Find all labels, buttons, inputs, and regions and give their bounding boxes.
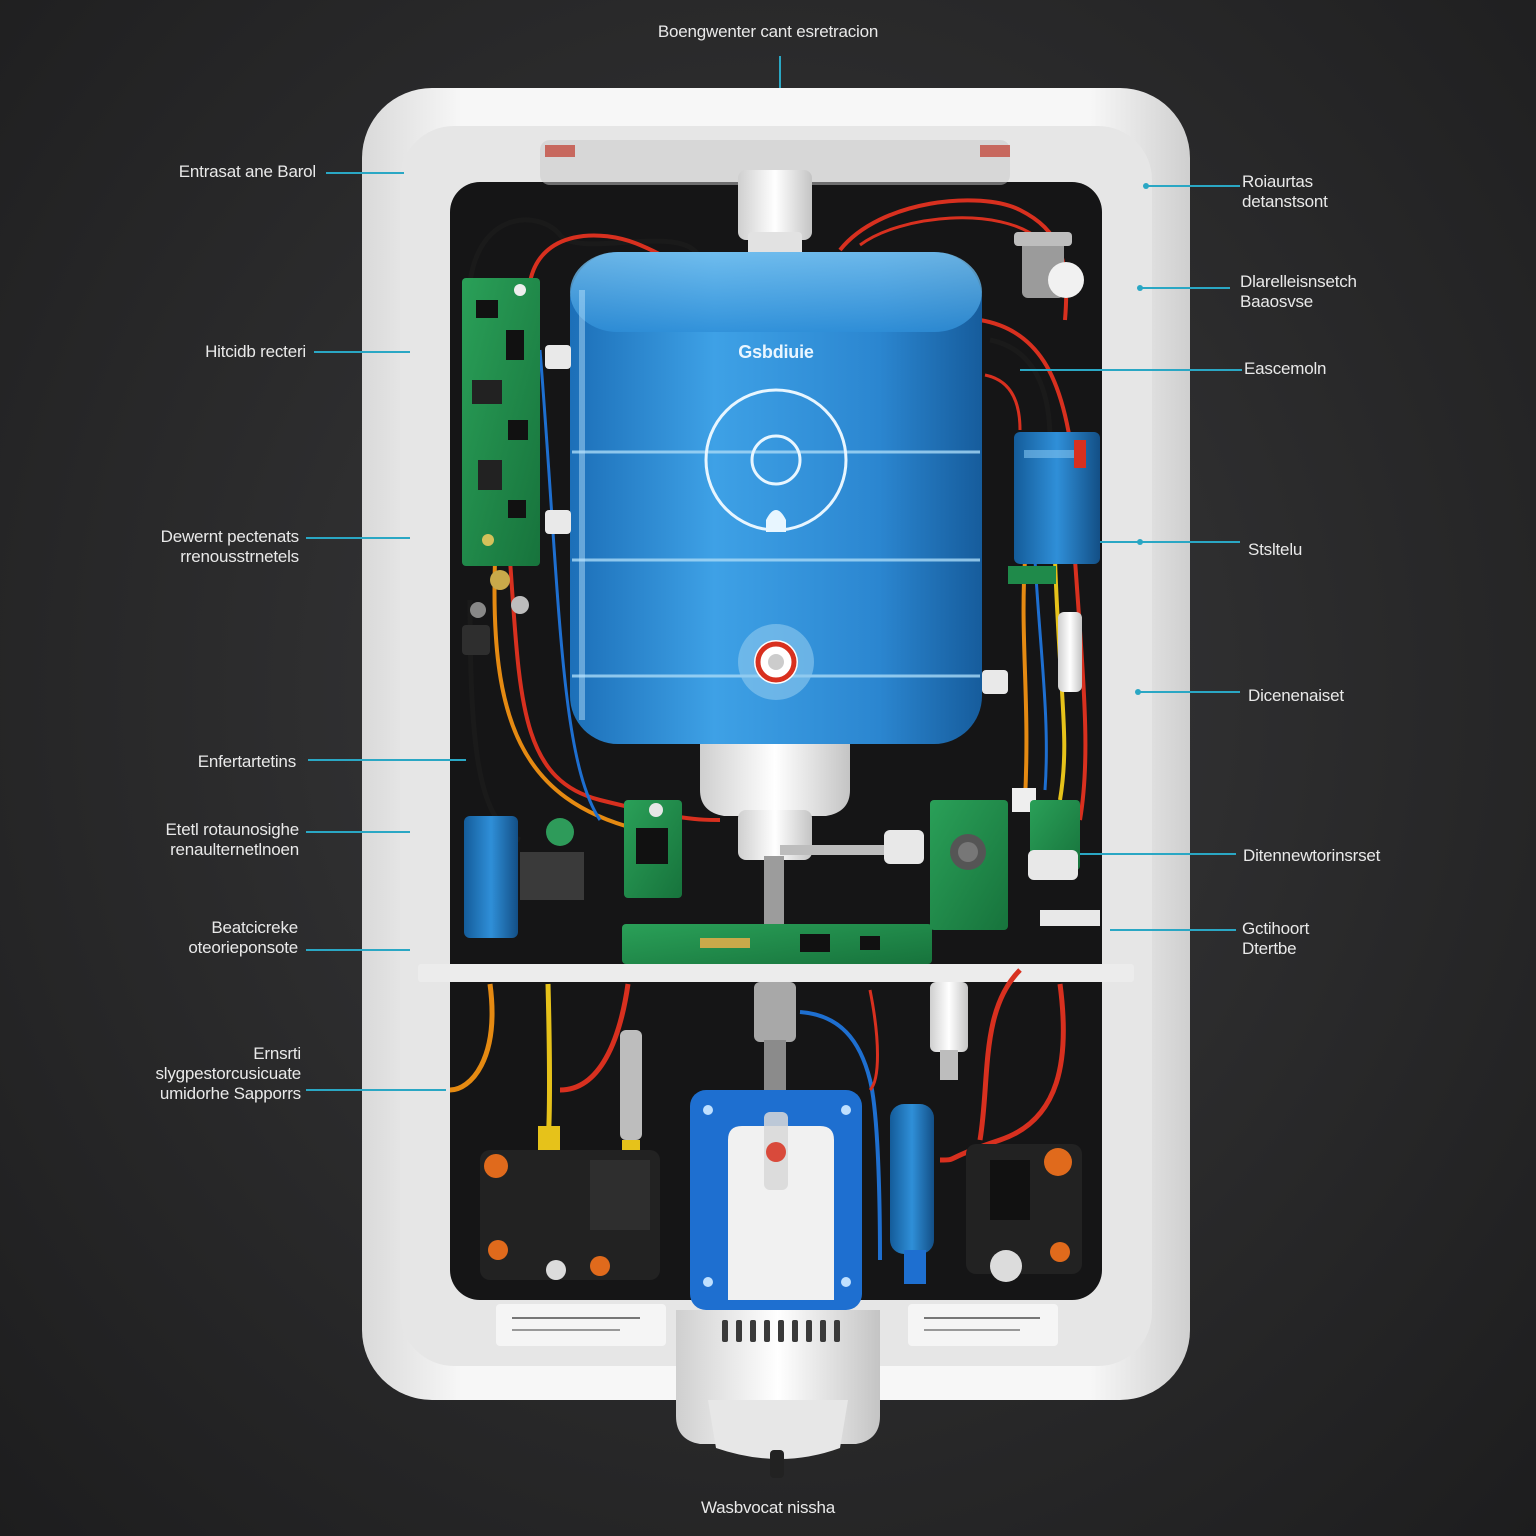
pcb-board-main xyxy=(622,924,932,964)
label-right-4: Stsltelu xyxy=(1248,540,1303,559)
capacitor-left xyxy=(464,816,518,938)
grille-vent-icon xyxy=(722,1320,840,1342)
filter-canister xyxy=(700,744,924,926)
label-right-7: Gctihoort Dtertbe xyxy=(1242,919,1310,958)
label-left-5: Etetl rotaunosighe renaulternetlnoen xyxy=(165,820,300,859)
pcb-board-left xyxy=(462,278,540,655)
shelf xyxy=(418,964,1134,982)
drip-tray xyxy=(496,1304,1058,1478)
tank-neck xyxy=(738,170,812,258)
label-right-6: Ditennewtorinsrset xyxy=(1243,846,1381,865)
label-left-3: Dewernt pectenats rrenousstrnetels xyxy=(160,527,300,566)
lower-components xyxy=(480,982,1082,1284)
label-left-6: Beatcicreke oteorieponsote xyxy=(188,918,298,957)
label-right-2: Dlarelleisnsetch Baaosvse xyxy=(1240,272,1357,311)
info-panel-left xyxy=(496,1304,666,1346)
wire-bundle-lower xyxy=(449,968,1066,1261)
diagram-title: Boengwenter cant esretracion xyxy=(657,22,879,41)
faucet xyxy=(690,1090,862,1310)
valve-assembly xyxy=(1008,232,1100,692)
bottom-label: Wasbvocat nissha xyxy=(700,1498,836,1517)
info-panel-right xyxy=(908,1304,1058,1346)
label-left-2: Hitcidb recteri xyxy=(205,342,306,361)
label-left-1: Entrasat ane Barol xyxy=(178,162,316,181)
water-tank xyxy=(545,252,1008,744)
label-left-4: Enfertartetins xyxy=(197,752,297,771)
label-right-5: Dicenenaiset xyxy=(1248,686,1344,705)
tank-brand-label: Gsbdiuie xyxy=(738,342,814,362)
label-right-1: Roiaurtas detanstsont xyxy=(1242,172,1328,211)
leader-lines xyxy=(306,172,1242,1091)
leader-dots xyxy=(1135,183,1149,695)
label-left-7: Ernsrti slygpestorcusicuate umidorhe Sap… xyxy=(155,1044,302,1103)
control-components xyxy=(464,788,1100,964)
label-right-3: Eascemoln xyxy=(1244,359,1327,378)
